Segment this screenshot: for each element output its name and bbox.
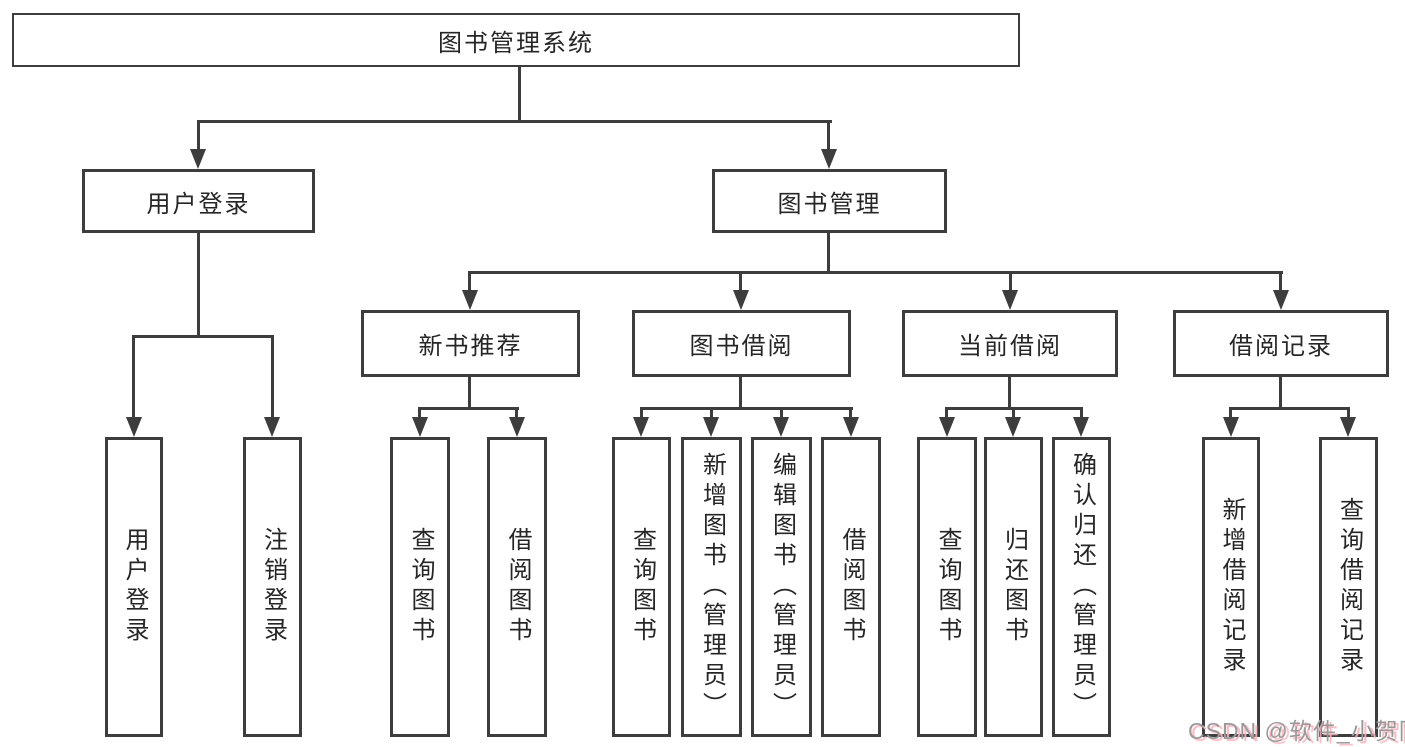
connector-vline [418, 410, 421, 419]
connector-vline [515, 410, 518, 419]
node-label: 确认归还（管理员） [1068, 452, 1096, 722]
node-br-query-record: 查询借阅记录 [1319, 437, 1378, 737]
connector-arrowhead-down [509, 417, 525, 437]
connector-arrowhead-down [1002, 290, 1018, 310]
connector-vline [1347, 410, 1350, 419]
node-borrow-record: 借阅记录 [1173, 310, 1389, 377]
connector-vline [518, 67, 521, 120]
connector-arrowhead-down [939, 417, 955, 437]
node-logout: 注销登录 [243, 437, 302, 737]
node-cb-return-book: 归还图书 [984, 437, 1043, 737]
watermark: CSDN @软件_小贺同学 [1188, 718, 1405, 744]
connector-arrowhead-down [264, 417, 280, 437]
node-book-borrow: 图书借阅 [632, 310, 851, 377]
connector-arrowhead-down [633, 417, 649, 437]
node-user-login: 用户登录 [82, 169, 315, 233]
node-label: 借阅图书 [838, 527, 865, 647]
connector-arrowhead-down [126, 417, 142, 437]
node-rec-borrow-book: 借阅图书 [487, 437, 547, 737]
connector-hline [197, 120, 832, 123]
connector-arrowhead-down [190, 149, 206, 169]
node-bb-edit-book-admin: 编辑图书（管理员） [751, 437, 812, 737]
node-label: 查询图书 [628, 527, 656, 647]
connector-vline [945, 410, 948, 419]
connector-vline [1229, 410, 1232, 419]
connector-arrowhead-down [703, 417, 719, 437]
connector-vline [827, 233, 830, 271]
node-label: 注销登录 [259, 527, 287, 647]
node-root: 图书管理系统 [12, 13, 1020, 67]
connector-arrowhead-down [1273, 290, 1289, 310]
connector-arrowhead-down [462, 290, 478, 310]
connector-vline [468, 377, 471, 407]
node-book-management: 图书管理 [712, 169, 947, 233]
connector-hline [468, 271, 1283, 274]
connector-arrowhead-down [1073, 417, 1089, 437]
connector-vline [1008, 377, 1011, 407]
connector-arrowhead-down [733, 290, 749, 310]
connector-hline [418, 407, 519, 410]
node-label: 新增图书（管理员） [698, 452, 726, 722]
connector-vline [849, 410, 852, 419]
node-bb-add-book-admin: 新增图书（管理员） [681, 437, 742, 737]
node-cb-query-book: 查询图书 [917, 437, 977, 737]
connector-vline [1080, 410, 1083, 419]
node-label: 新书推荐 [418, 333, 523, 360]
node-label: 图书管理 [777, 190, 882, 218]
connector-arrowhead-down [412, 417, 428, 437]
connector-hline [132, 335, 274, 338]
node-label: 图书管理系统 [438, 29, 594, 57]
connector-arrowhead-down [843, 417, 859, 437]
connector-vline [197, 123, 200, 151]
connector-vline [1009, 274, 1012, 290]
connector-hline [640, 407, 853, 410]
node-current-borrow: 当前借阅 [902, 310, 1118, 377]
node-bb-borrow-book: 借阅图书 [821, 437, 881, 737]
connector-vline [739, 274, 742, 290]
node-label: 图书借阅 [689, 333, 794, 360]
connector-arrowhead-down [1340, 417, 1356, 437]
connector-vline [271, 338, 274, 419]
connector-arrowhead-down [1005, 417, 1021, 437]
connector-arrowhead-down [1223, 417, 1239, 437]
node-label: 用户登录 [121, 527, 148, 647]
node-label: 归还图书 [1000, 527, 1028, 647]
connector-arrowhead-down [821, 149, 837, 169]
connector-vline [780, 410, 783, 419]
connector-vline [468, 274, 471, 290]
node-label: 用户登录 [146, 190, 251, 218]
connector-vline [197, 233, 200, 335]
connector-vline [1279, 377, 1282, 407]
node-label: 借阅图书 [504, 527, 531, 647]
node-label: 借阅记录 [1229, 333, 1333, 360]
connector-arrowhead-down [773, 417, 789, 437]
node-label: 编辑图书（管理员） [768, 452, 796, 722]
node-cb-confirm-return-admin: 确认归还（管理员） [1052, 437, 1111, 737]
connector-hline [945, 407, 1083, 410]
node-rec-query-book: 查询图书 [390, 437, 450, 737]
node-label: 查询借阅记录 [1335, 497, 1363, 677]
node-label: 查询图书 [934, 527, 961, 647]
connector-vline [827, 123, 830, 151]
node-label: 新增借阅记录 [1218, 497, 1245, 677]
node-br-add-record: 新增借阅记录 [1202, 437, 1260, 737]
connector-vline [640, 410, 643, 419]
connector-vline [1012, 410, 1015, 419]
node-bb-query-book: 查询图书 [612, 437, 671, 737]
node-new-book-recommend: 新书推荐 [361, 310, 580, 377]
connector-vline [739, 377, 742, 407]
connector-vline [132, 338, 135, 419]
node-user-login-leaf: 用户登录 [105, 437, 163, 737]
node-label: 查询图书 [407, 527, 434, 647]
connector-vline [710, 410, 713, 419]
connector-vline [1279, 274, 1282, 290]
connector-hline [1229, 407, 1350, 410]
node-label: 当前借阅 [958, 333, 1062, 360]
